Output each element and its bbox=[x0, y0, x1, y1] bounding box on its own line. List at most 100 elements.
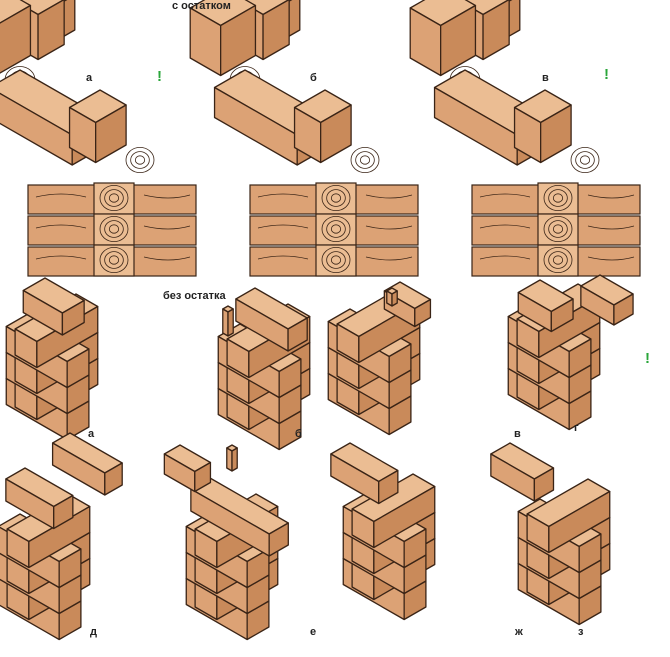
label-b-top: б bbox=[310, 72, 317, 84]
mark-a-top: ! bbox=[157, 68, 162, 85]
end-grain-icon bbox=[130, 151, 150, 169]
end-grain-icon bbox=[350, 146, 380, 173]
wood-grain-icon bbox=[257, 193, 413, 199]
end-grain-icon bbox=[575, 151, 595, 169]
beam-1-notch-side bbox=[262, 0, 290, 61]
end-grain-icon bbox=[548, 251, 568, 269]
corner-zh-wall-a-2-side bbox=[403, 528, 427, 569]
mark-g: ! bbox=[645, 350, 650, 367]
loose-log-b-side bbox=[287, 317, 308, 352]
end-grain-icon bbox=[125, 146, 155, 173]
wood-grain-icon bbox=[257, 224, 413, 230]
beam-0-notch-side bbox=[37, 0, 65, 61]
end-grain-icon bbox=[99, 215, 129, 242]
end-grain-icon bbox=[330, 193, 342, 203]
key-e-front bbox=[226, 447, 233, 472]
end-grain-icon bbox=[134, 155, 146, 165]
beam-1-left-end-side bbox=[219, 4, 257, 77]
wood-grain-icon bbox=[479, 193, 635, 199]
log-end-1-2 bbox=[315, 244, 357, 277]
label-b: б bbox=[295, 428, 302, 440]
loose-log-e-side bbox=[268, 522, 289, 557]
end-grain-icon bbox=[579, 155, 591, 165]
beam-2-notch-side bbox=[482, 0, 510, 61]
end-grain-icon bbox=[552, 224, 564, 234]
beam-2-left-end-side bbox=[439, 4, 477, 77]
end-grain-icon bbox=[104, 220, 124, 238]
corner-v-wall-a-2-side bbox=[388, 343, 412, 384]
end-grain-icon bbox=[552, 193, 564, 203]
key-b-side bbox=[227, 308, 234, 337]
label-e: е bbox=[310, 626, 317, 638]
corner-d-wall-b-2-side bbox=[28, 505, 91, 569]
end-grain-icon bbox=[543, 246, 573, 273]
section-title-without-remainder: без остатка bbox=[163, 290, 226, 302]
log-end-0-2 bbox=[93, 244, 135, 277]
end-grain-icon bbox=[321, 184, 351, 211]
label-a-top: а bbox=[86, 72, 93, 84]
beam-0-left-end-top bbox=[0, 0, 32, 24]
loose-log-d1-side bbox=[104, 462, 123, 496]
corner-b-wall-a-2-side bbox=[278, 358, 302, 399]
wood-grain-icon bbox=[35, 193, 191, 199]
wood-grain-icon bbox=[35, 255, 191, 261]
wood-grain-icon bbox=[35, 224, 191, 230]
end-grain-icon bbox=[543, 184, 573, 211]
end-grain-icon bbox=[552, 255, 564, 265]
end-grain-icon bbox=[570, 146, 600, 173]
end-grain-icon bbox=[326, 189, 346, 207]
end-grain-icon bbox=[108, 193, 120, 203]
log-end-0-1 bbox=[93, 213, 135, 246]
corner-d-wall-a-2-side bbox=[58, 548, 82, 589]
log-end-2-2 bbox=[537, 244, 579, 277]
wood-grain-icon bbox=[257, 255, 413, 261]
end-grain-icon bbox=[108, 255, 120, 265]
end-grain-icon bbox=[548, 189, 568, 207]
corner-g-wall-a-2-side bbox=[568, 338, 592, 379]
label-z: з bbox=[578, 626, 584, 638]
label-d: д bbox=[90, 626, 97, 638]
loose-log-e2-side bbox=[194, 461, 212, 493]
end-grain-icon bbox=[104, 189, 124, 207]
log-end-0-0 bbox=[93, 182, 135, 215]
key-b-front bbox=[222, 308, 229, 337]
beam2-2-end-side bbox=[540, 104, 572, 164]
end-grain-icon bbox=[543, 215, 573, 242]
loose-log-zh-side bbox=[378, 469, 399, 505]
wood-grain-icon bbox=[479, 224, 635, 230]
end-grain-icon bbox=[99, 246, 129, 273]
key-e-side bbox=[231, 447, 238, 472]
label-g: г bbox=[574, 422, 579, 434]
key-v-side bbox=[391, 290, 398, 307]
beam2-0-end-side bbox=[95, 104, 127, 164]
label-zh: ж bbox=[515, 626, 523, 638]
label-v: в bbox=[514, 428, 521, 440]
end-grain-icon bbox=[104, 251, 124, 269]
end-grain-icon bbox=[355, 151, 375, 169]
end-grain-icon bbox=[321, 246, 351, 273]
end-grain-icon bbox=[548, 220, 568, 238]
section-title-with-remainder: с остатком bbox=[172, 0, 231, 12]
loose-log-g2-side bbox=[613, 293, 634, 326]
mark-v-top: ! bbox=[604, 66, 609, 83]
loose-log-g1-side bbox=[550, 298, 574, 333]
loose-log-d2-side bbox=[53, 494, 74, 530]
corner-z-wall-b-2-side bbox=[548, 490, 611, 554]
label-v-top: в bbox=[542, 72, 549, 84]
wood-grain-icon bbox=[479, 255, 635, 261]
end-grain-icon bbox=[321, 215, 351, 242]
corner-z-wall-a-2-side bbox=[578, 533, 602, 574]
corner-zh-wall-b-2-side bbox=[373, 485, 436, 549]
loose-log-v-side bbox=[414, 298, 432, 328]
end-grain-icon bbox=[326, 220, 346, 238]
end-grain-icon bbox=[326, 251, 346, 269]
end-grain-icon bbox=[330, 224, 342, 234]
end-grain-icon bbox=[330, 255, 342, 265]
end-grain-icon bbox=[99, 184, 129, 211]
beam2-1-end-side bbox=[319, 104, 352, 164]
label-a: а bbox=[88, 428, 95, 440]
corner-e-wall-a-2-side bbox=[246, 548, 270, 589]
corner-a-wall-a-2-side bbox=[66, 348, 90, 389]
key-v-front bbox=[386, 290, 393, 307]
